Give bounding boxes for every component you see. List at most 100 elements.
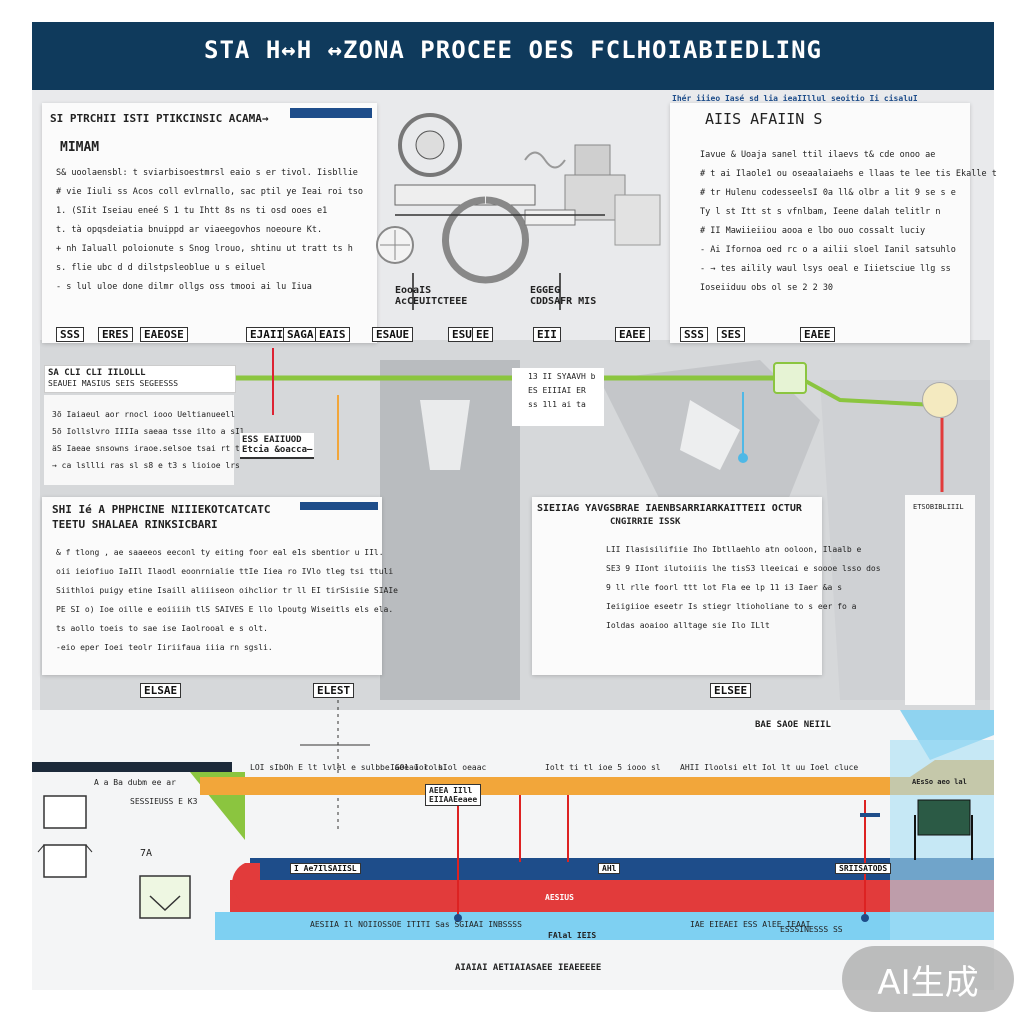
panel-mid-center-title: SIEIIAG YAVGSBRAE IAENBSARRIARKAITTEII O… <box>537 503 802 514</box>
tag-label: ESAUE <box>372 327 414 342</box>
band-orange-label: AHII Iloolsi elt Iol lt uu Ioel cluce <box>680 763 859 772</box>
green-node-icon <box>773 362 807 394</box>
text-line: Siithloi puigy etine Isaill aliiiseon oi… <box>56 586 398 595</box>
band-bottom-label: IAE EIEAEI ESS AlEE IEAAI <box>690 920 811 929</box>
text-line: → ca lsllli ras sl s8 e t3 s lioioe lrs <box>52 461 240 470</box>
stage1-text-panel <box>44 395 234 485</box>
yellow-node-icon <box>922 382 958 418</box>
text-line: Ieiigiioe eseetr Is stiegr ltioholiane t… <box>606 602 857 611</box>
tag-label: EJAIIE <box>246 327 294 342</box>
machinery-diagram <box>376 113 661 310</box>
tag-mid: ELSAE <box>140 683 182 698</box>
text-line: # tr Hulenu codesseelsI 0a ll& olbr a li… <box>700 188 956 198</box>
tag-label: EAIS <box>315 327 350 342</box>
band-bottom-label: FAlal IEIS <box>548 931 597 940</box>
diagram-label-left: EooaIS AcCEUITCTEEE <box>395 285 468 307</box>
text-line: ts aollo toeis to sae ise Iaolrooal e s … <box>56 624 268 633</box>
tag-label: EAEE <box>800 327 835 342</box>
tag-label: EAEE <box>615 327 650 342</box>
band-orange-label: LOI sIbOh E lt lvlel e sulbbe aeeau r ls… <box>250 763 448 772</box>
text-line: t. tà opqsdeiatia bnuippd ar viaeegovhos… <box>56 225 323 235</box>
text-line: PE SI o) Ioe oille e eoiiiih tlS SAIVES … <box>56 605 394 614</box>
header-bar <box>32 22 994 90</box>
stage1-center-box <box>512 368 604 426</box>
text-line: Ioldas aoaioo alltage sie Ilo ILlt <box>606 621 770 630</box>
right-column-panel <box>905 495 975 705</box>
band-left-label: 7A <box>140 848 153 859</box>
right-column-label: ETSOBIBLIIIL <box>913 503 964 511</box>
tag-mid: ELEST <box>313 683 355 698</box>
panel-top-left <box>42 103 377 343</box>
tag-label: SSS <box>680 327 708 342</box>
text-line: S& uoolaensbl: t sviarbisoestmrsl eaio s… <box>56 168 358 178</box>
panel-mid-left-subtitle: TEETU SHALAEA RINKSICBARI <box>52 518 218 531</box>
text-line: + nh Ialuall poloionute s Snog lrouo, sh… <box>56 244 353 254</box>
tag-label: SSS <box>56 327 84 342</box>
text-line: äS Iaeae snsowns iraoe.selsoe tsai rt te… <box>52 444 250 453</box>
text-line: Ioseiiduu obs ol se 2 2 30 <box>700 283 834 293</box>
band-blue-label: SRIISATODS <box>835 863 892 874</box>
header-title: STA H↔H ↔ZONA PROCEE OES FCLHOIABIEDLING <box>204 36 822 64</box>
stage1-box-line-1: SA CLI CLI IILOLLL <box>48 368 146 378</box>
panel-top-left-subtitle: MIMAM <box>60 140 100 155</box>
panel-mid-center <box>532 497 822 675</box>
band-blue-label: I Ae7IlSAIISL <box>290 863 361 874</box>
band-red-label: AESIUS <box>545 893 574 902</box>
panel-mid-left-title: SHI Ié A PHPHCINE NIIIEKOTCATCATC <box>52 503 271 516</box>
watermark-badge: AI生成 <box>842 946 1014 1012</box>
panel-accent <box>300 502 378 510</box>
text-line: 13 II SYAAVH b <box>528 372 596 381</box>
tag-label: EII <box>533 327 561 342</box>
text-line: # t ai Ilaole1 ou oseaalaiaehs e llaas t… <box>700 169 997 179</box>
text-line: & f tlong , ae saaeeos eeconl ty eiting … <box>56 548 384 557</box>
text-line: 5õ Iollslvro IIIIa saeaa tsse ilto a sIl <box>52 427 245 436</box>
text-line: LII Ilasisilifiie Iho Ibtllaehlo atn ool… <box>606 545 862 554</box>
panel-top-right <box>670 103 970 343</box>
text-line: -eio eper Ioei teolr Iiriifaua iiia rn s… <box>56 643 273 652</box>
panel-accent <box>290 108 372 118</box>
stage1-callout: ESS EAIIUOD Etcia &oacca— <box>240 433 315 459</box>
tag-label: SAGA <box>283 327 318 342</box>
band-orange-label: Iolt ti tl ioe 5 iooo sl <box>545 763 661 772</box>
text-line: # II Mawiieiiou aooa e lbo ouo cossalt l… <box>700 226 926 236</box>
tag-label: SES <box>717 327 745 342</box>
panel-mid-center-subtitle: CNGIRRIE ISSK <box>610 517 681 527</box>
band-left-label: A a Ba dubm ee ar <box>94 778 176 787</box>
panel-mid-left <box>42 497 382 675</box>
panel-top-right-subtitle: Ihér iiieo Iasé sd lia ieaIIllul seoitio… <box>672 94 918 103</box>
band-orange-label: IGOl Iolo hlol oeaac <box>390 763 487 772</box>
panel-top-left-title: SI PTRCHII ISTI PTIKCINSIC ACAMA→ <box>50 112 269 125</box>
text-line: 3õ Iaiaeul aor rnocl iooo Ueltianueell <box>52 410 236 419</box>
text-line: oii ieiofiuo IaIIl Ilaodl eoonrnialie tt… <box>56 567 394 576</box>
tag-label: EE <box>472 327 494 342</box>
text-line: ss 1l1 ai ta <box>528 400 586 409</box>
text-line: ES EIIIAI ER <box>528 386 586 395</box>
band-bottom-right-label: AIAIAI AETIAIASAEE IEAEEEEE <box>455 963 602 973</box>
tag-label: ERES <box>98 327 133 342</box>
text-line: Iavue & Uoaja sanel ttil ilaevs t& cde o… <box>700 150 936 160</box>
panel-top-right-title: AIIS AFAIIN S <box>705 110 823 128</box>
tag-mid: ELSEE <box>710 683 752 698</box>
stage1-box-line-2: SEAUEI MASIUS SEIS SEGEESSS <box>48 379 179 388</box>
text-line: s. flie ubc d d dilstpsleoblue u s eilue… <box>56 263 266 273</box>
text-line: # vie Iiuli ss Acos coll evlrnallo, sac … <box>56 187 364 197</box>
text-line: Ty l st Itt st s vfnlbam, Ieene dalah te… <box>700 207 941 217</box>
band-bottom-label: AESIIA Il NOIIOSSOE ITITI Sas SGIAAI INB… <box>310 920 522 929</box>
text-line: - Ai Ifornoa oed rc o a ailii sloel Iani… <box>700 245 956 255</box>
text-line: 1. (SIit Iseiau eneé S 1 tu Ihtt 8s ns t… <box>56 206 328 216</box>
text-line: SE3 9 IIont ilutoiiis lhe tisS3 lleeicai… <box>606 564 881 573</box>
text-line: 9 ll rlle foorl ttt lot Fla ee lp 11 i3 … <box>606 583 843 592</box>
text-line: - → tes ailily waul lsys oeal e Iiietsci… <box>700 264 951 274</box>
band-orange-box: AEEA IIll EIIAAEeaee <box>425 784 482 806</box>
text-line: - s lul uloe done dilmr ollgs oss tmooi … <box>56 282 312 292</box>
band-left-label: SESSIEUSS E K3 <box>130 797 198 806</box>
band-right-orange-label: AEsSo aeo lal <box>912 778 967 786</box>
diagram-label-right: EGGEG CDDSAFR MIS <box>530 285 597 307</box>
tag-label: EAEOSE <box>140 327 188 342</box>
stage1-box <box>44 365 236 393</box>
band-bottom-label: ESSSINESSS SS <box>780 925 843 934</box>
band-head-label: BAE SAOE NEIIL <box>755 720 831 730</box>
band-blue-label: AHl <box>598 863 621 874</box>
